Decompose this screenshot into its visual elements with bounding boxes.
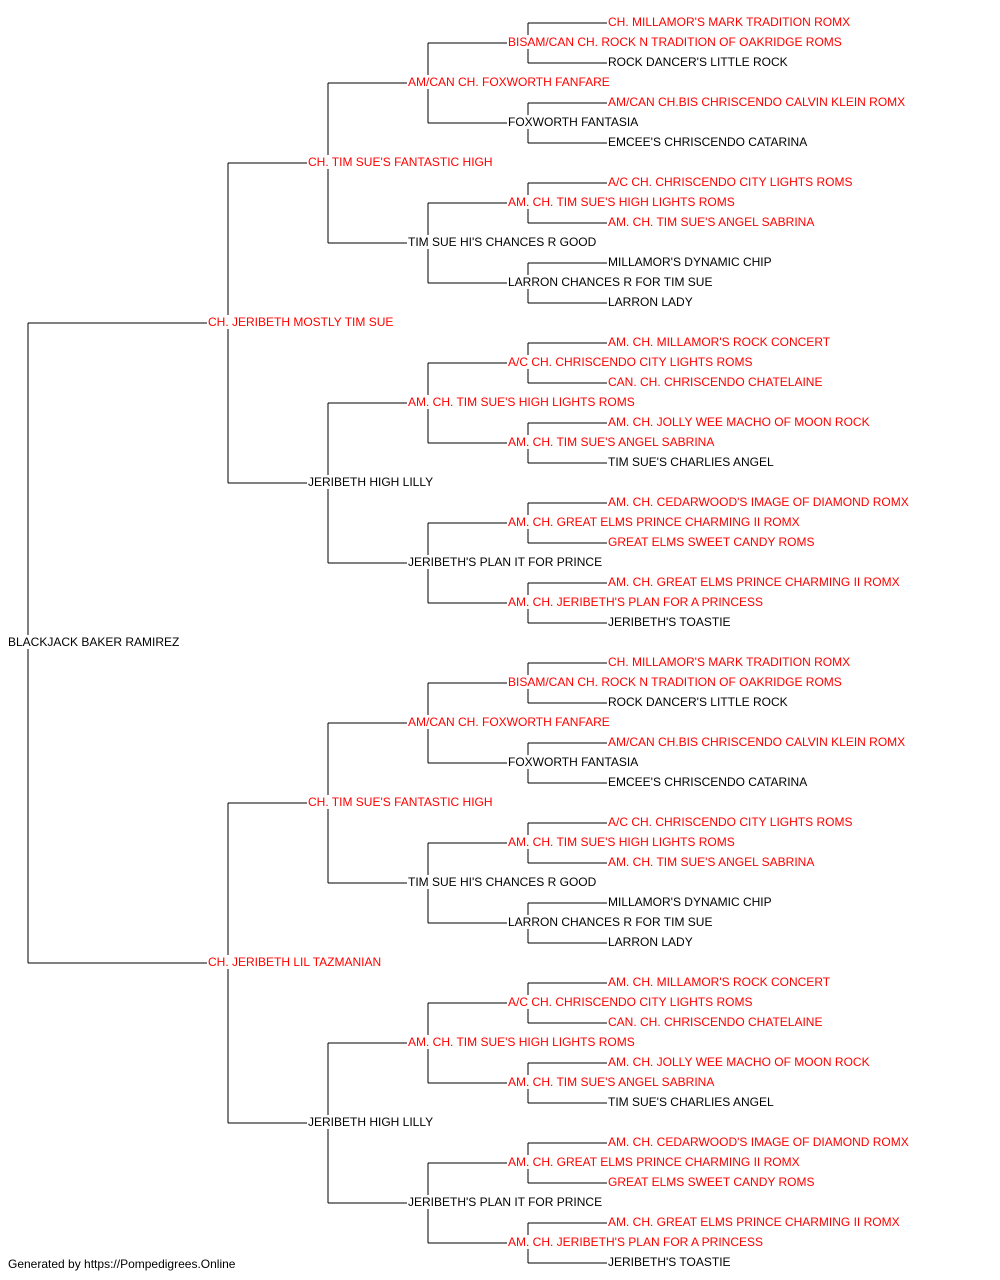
ancestor-name: AM. CH. GREAT ELMS PRINCE CHARMING II RO… <box>507 1155 801 1169</box>
ancestor-name: AM. CH. MILLAMOR'S ROCK CONCERT <box>607 335 832 349</box>
ancestor-name: AM. CH. TIM SUE'S HIGH LIGHTS ROMS <box>407 395 636 409</box>
ancestor-name: GREAT ELMS SWEET CANDY ROMS <box>607 1175 816 1189</box>
ancestor-name: AM. CH. TIM SUE'S ANGEL SABRINA <box>507 435 716 449</box>
ancestor-name: AM. CH. CEDARWOOD'S IMAGE OF DIAMOND ROM… <box>607 1135 910 1149</box>
ancestor-name: CH. JERIBETH LIL TAZMANIAN <box>207 955 383 969</box>
ancestor-name: AM/CAN CH.BIS CHRISCENDO CALVIN KLEIN RO… <box>607 735 907 749</box>
ancestor-name: AM. CH. TIM SUE'S ANGEL SABRINA <box>607 215 816 229</box>
ancestor-name: AM. CH. GREAT ELMS PRINCE CHARMING II RO… <box>607 1215 901 1229</box>
ancestor-name: MILLAMOR'S DYNAMIC CHIP <box>607 895 773 909</box>
ancestor-name: A/C CH. CHRISCENDO CITY LIGHTS ROMS <box>607 815 854 829</box>
ancestor-name: AM. CH. TIM SUE'S ANGEL SABRINA <box>507 1075 716 1089</box>
ancestor-name: TIM SUE'S CHARLIES ANGEL <box>607 455 775 469</box>
ancestor-name: AM. CH. GREAT ELMS PRINCE CHARMING II RO… <box>507 515 801 529</box>
ancestor-name: LARRON LADY <box>607 935 694 949</box>
ancestor-name: AM. CH. TIM SUE'S HIGH LIGHTS ROMS <box>507 835 736 849</box>
ancestor-name: AM/CAN CH. FOXWORTH FANFARE <box>407 75 611 89</box>
ancestor-name: AM/CAN CH.BIS CHRISCENDO CALVIN KLEIN RO… <box>607 95 907 109</box>
ancestor-name: AM. CH. JOLLY WEE MACHO OF MOON ROCK <box>607 415 871 429</box>
ancestor-name: BISAM/CAN CH. ROCK N TRADITION OF OAKRID… <box>507 675 843 689</box>
ancestor-name: AM/CAN CH. FOXWORTH FANFARE <box>407 715 611 729</box>
ancestor-name: ROCK DANCER'S LITTLE ROCK <box>607 695 789 709</box>
ancestor-name: FOXWORTH FANTASIA <box>507 755 640 769</box>
ancestor-name: A/C CH. CHRISCENDO CITY LIGHTS ROMS <box>607 175 854 189</box>
ancestor-name: JERIBETH HIGH LILLY <box>307 475 435 489</box>
ancestor-name: TIM SUE HI'S CHANCES R GOOD <box>407 875 598 889</box>
ancestor-name: CH. MILLAMOR'S MARK TRADITION ROMX <box>607 15 852 29</box>
ancestor-name: A/C CH. CHRISCENDO CITY LIGHTS ROMS <box>507 995 754 1009</box>
ancestor-name: CAN. CH. CHRISCENDO CHATELAINE <box>607 375 824 389</box>
ancestor-name: EMCEE'S CHRISCENDO CATARINA <box>607 775 809 789</box>
ancestor-name: BISAM/CAN CH. ROCK N TRADITION OF OAKRID… <box>507 35 843 49</box>
generated-by-footer: Generated by https://Pompedigrees.Online <box>8 1257 236 1271</box>
ancestor-name: AM. CH. MILLAMOR'S ROCK CONCERT <box>607 975 832 989</box>
ancestor-name: JERIBETH HIGH LILLY <box>307 1115 435 1129</box>
ancestor-name: EMCEE'S CHRISCENDO CATARINA <box>607 135 809 149</box>
ancestor-name: MILLAMOR'S DYNAMIC CHIP <box>607 255 773 269</box>
ancestor-name: TIM SUE'S CHARLIES ANGEL <box>607 1095 775 1109</box>
ancestor-name: JERIBETH'S TOASTIE <box>607 1255 732 1269</box>
ancestor-name: LARRON CHANCES R FOR TIM SUE <box>507 275 714 289</box>
ancestor-name: LARRON LADY <box>607 295 694 309</box>
ancestor-name: JERIBETH'S PLAN IT FOR PRINCE <box>407 1195 604 1209</box>
ancestor-name: TIM SUE HI'S CHANCES R GOOD <box>407 235 598 249</box>
ancestor-name: FOXWORTH FANTASIA <box>507 115 640 129</box>
ancestor-name: AM. CH. TIM SUE'S HIGH LIGHTS ROMS <box>507 195 736 209</box>
ancestor-name: CH. JERIBETH MOSTLY TIM SUE <box>207 315 395 329</box>
ancestor-name: CH. MILLAMOR'S MARK TRADITION ROMX <box>607 655 852 669</box>
ancestor-name: CAN. CH. CHRISCENDO CHATELAINE <box>607 1015 824 1029</box>
ancestor-name: AM. CH. JERIBETH'S PLAN FOR A PRINCESS <box>507 1235 765 1249</box>
ancestor-name: ROCK DANCER'S LITTLE ROCK <box>607 55 789 69</box>
ancestor-name: A/C CH. CHRISCENDO CITY LIGHTS ROMS <box>507 355 754 369</box>
ancestor-name: AM. CH. JOLLY WEE MACHO OF MOON ROCK <box>607 1055 871 1069</box>
ancestor-name: GREAT ELMS SWEET CANDY ROMS <box>607 535 816 549</box>
ancestor-name: AM. CH. TIM SUE'S HIGH LIGHTS ROMS <box>407 1035 636 1049</box>
ancestor-name: CH. TIM SUE'S FANTASTIC HIGH <box>307 795 494 809</box>
ancestor-name: LARRON CHANCES R FOR TIM SUE <box>507 915 714 929</box>
ancestor-name: AM. CH. CEDARWOOD'S IMAGE OF DIAMOND ROM… <box>607 495 910 509</box>
ancestor-name: CH. TIM SUE'S FANTASTIC HIGH <box>307 155 494 169</box>
ancestor-name: JERIBETH'S PLAN IT FOR PRINCE <box>407 555 604 569</box>
ancestor-name: AM. CH. JERIBETH'S PLAN FOR A PRINCESS <box>507 595 765 609</box>
ancestor-name: AM. CH. TIM SUE'S ANGEL SABRINA <box>607 855 816 869</box>
ancestor-name: AM. CH. GREAT ELMS PRINCE CHARMING II RO… <box>607 575 901 589</box>
ancestor-name: JERIBETH'S TOASTIE <box>607 615 732 629</box>
subject-dog-name: BLACKJACK BAKER RAMIREZ <box>7 635 181 649</box>
